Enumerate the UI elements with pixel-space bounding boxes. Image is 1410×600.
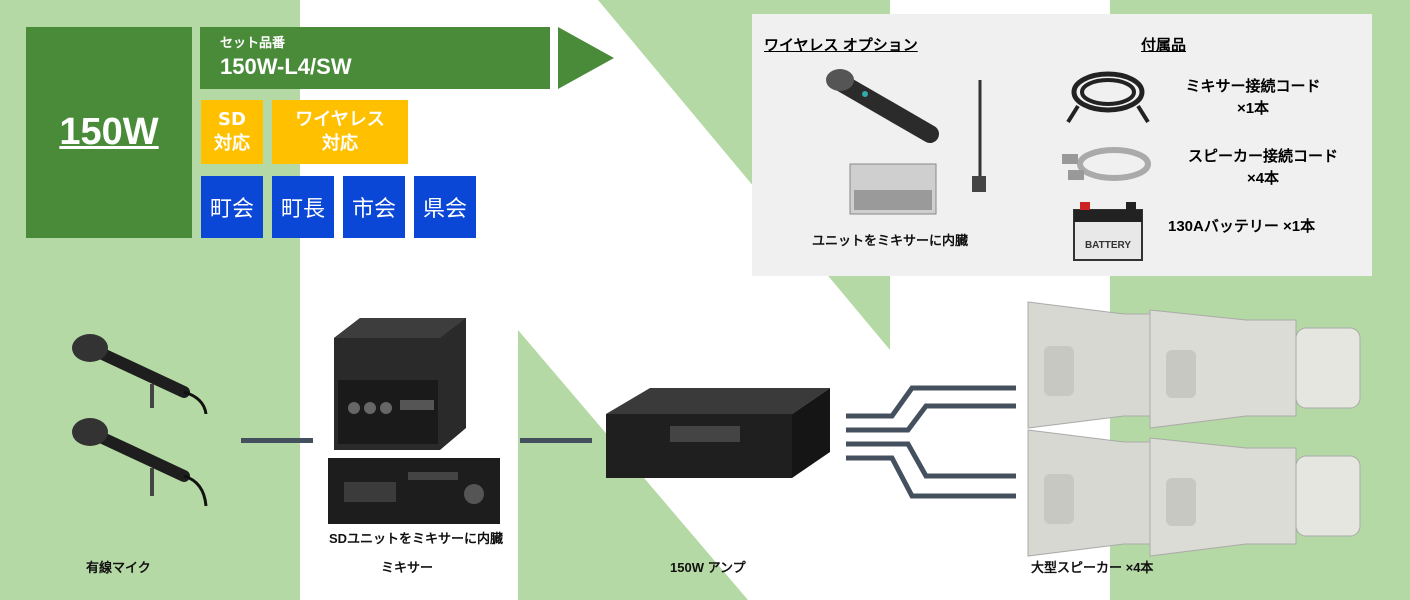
amplifier-label: 150W アンプ: [670, 560, 746, 575]
horn-speaker-icon: [1149, 309, 1361, 429]
wireless-option-heading: ワイヤレス オプション: [764, 37, 918, 54]
speaker-label: 大型スピーカー ×4本: [1031, 560, 1154, 575]
wired-mic-label: 有線マイク: [86, 560, 151, 575]
wireless-unit-caption: ユニットをミキサーに内臓: [812, 233, 969, 248]
options-panel: [752, 14, 1372, 276]
council-badge-town-mayor: 町長: [272, 176, 334, 238]
horn-speaker-icon: [1149, 437, 1361, 557]
sd-unit-caption: SDユニットをミキサーに内臓: [329, 531, 504, 546]
accessory-speaker-cord-name: スピーカー接続コード: [1187, 148, 1338, 165]
arrow-right-icon: [558, 27, 614, 89]
accessory-mixer-cord-qty: ×1本: [1236, 100, 1270, 117]
power-badge: 150W: [26, 27, 192, 238]
mixer-label: ミキサー: [381, 560, 434, 575]
accessory-speaker-cord: スピーカー接続コード ×4本: [1168, 146, 1358, 190]
accessory-mixer-cord: ミキサー接続コード ×1本: [1168, 76, 1338, 120]
council-badge-town-assembly: 町会: [201, 176, 263, 238]
mixer-icon: [334, 318, 466, 450]
wired-mic-icon: [72, 334, 208, 414]
battery-icon: BATTERY: [1073, 202, 1143, 261]
speaker-cord-icon: [1062, 147, 1151, 181]
amplifier-icon: [606, 388, 830, 478]
wireless-mic-icon: [826, 69, 939, 143]
set-number-bar: セット品番 150W-L4/SW: [200, 27, 550, 89]
wireless-support-badge: ワイヤレス 対応: [272, 100, 408, 164]
speaker-wiring: [846, 385, 1016, 499]
accessory-mixer-cord-name: ミキサー接続コード: [1185, 78, 1321, 95]
antenna-icon: [972, 80, 986, 192]
set-number-code: 150W-L4/SW: [220, 54, 352, 79]
accessory-speaker-cord-qty: ×4本: [1246, 170, 1280, 187]
battery-label: BATTERY: [1085, 240, 1131, 251]
mixer-cord-icon: [1066, 71, 1150, 124]
connector-line: [241, 438, 313, 443]
council-badge-city-assembly: 市会: [343, 176, 405, 238]
council-badge-prefectural-assembly: 県会: [414, 176, 476, 238]
sd-support-badge: SD 対応: [201, 100, 263, 164]
accessories-heading: 付属品: [1141, 37, 1187, 54]
connector-line: [520, 438, 592, 443]
set-number-label: セット品番: [220, 35, 286, 50]
accessory-battery: 130Aバッテリー ×1本: [1168, 218, 1316, 235]
wireless-unit-icon: [849, 163, 937, 215]
sd-unit-icon: [328, 458, 500, 524]
wired-mic-icon: [72, 418, 208, 507]
